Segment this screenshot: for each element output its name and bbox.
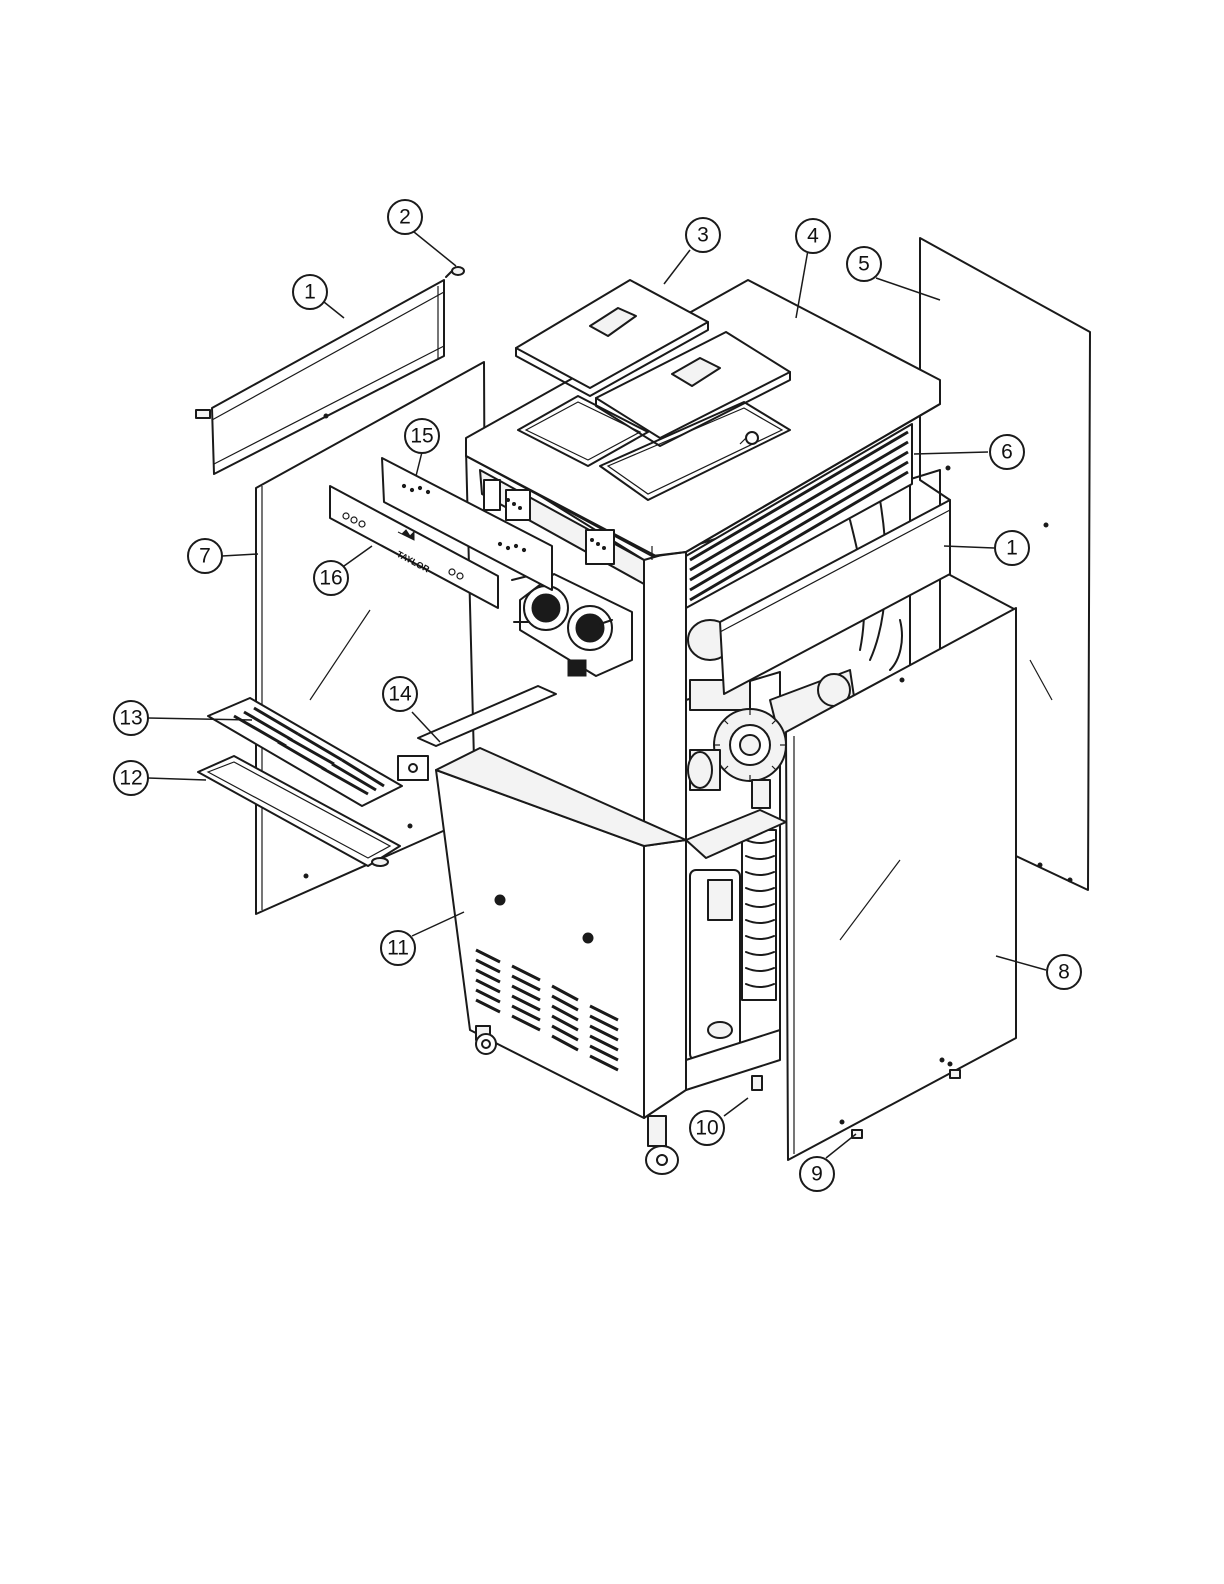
callout-label: 4 <box>807 225 819 248</box>
pin-fastener <box>446 267 464 277</box>
callout-12: 12 <box>114 761 148 795</box>
callout-label: 12 <box>119 767 142 790</box>
callout-label: 13 <box>119 707 142 730</box>
callout-label: 8 <box>1058 961 1070 984</box>
callout-15: 15 <box>405 419 439 453</box>
callout-label: 9 <box>811 1163 823 1186</box>
callout-label: 11 <box>387 937 409 960</box>
callout-6: 6 <box>990 435 1024 469</box>
callout-7: 7 <box>188 539 222 573</box>
callout-label: 16 <box>319 567 342 590</box>
callout-8: 8 <box>1047 955 1081 989</box>
callout-label: 5 <box>858 253 870 276</box>
callout-13: 13 <box>114 701 148 735</box>
callout-9: 9 <box>800 1157 834 1191</box>
callout-2: 2 <box>388 200 422 234</box>
callout-1-right: 1 <box>995 531 1029 565</box>
callout-3: 3 <box>686 218 720 252</box>
callout-4: 4 <box>796 219 830 253</box>
callout-label: 2 <box>399 206 411 229</box>
caster-front <box>646 1116 678 1174</box>
condenser-coil <box>742 830 776 1000</box>
callout-16: 16 <box>314 561 348 595</box>
callout-5: 5 <box>847 247 881 281</box>
callout-label: 7 <box>199 545 211 568</box>
callout-label: 6 <box>1001 441 1013 464</box>
callout-label: 14 <box>388 683 412 706</box>
callout-11: 11 <box>381 931 415 965</box>
callout-14: 14 <box>383 677 417 711</box>
callout-label: 1 <box>1006 537 1018 560</box>
callout-label: 15 <box>410 425 433 448</box>
callout-label: 10 <box>695 1117 718 1140</box>
callout-label: 3 <box>697 224 709 247</box>
callout-1-upper: 1 <box>293 275 327 309</box>
callout-label: 1 <box>304 281 316 304</box>
callout-10: 10 <box>690 1111 724 1145</box>
